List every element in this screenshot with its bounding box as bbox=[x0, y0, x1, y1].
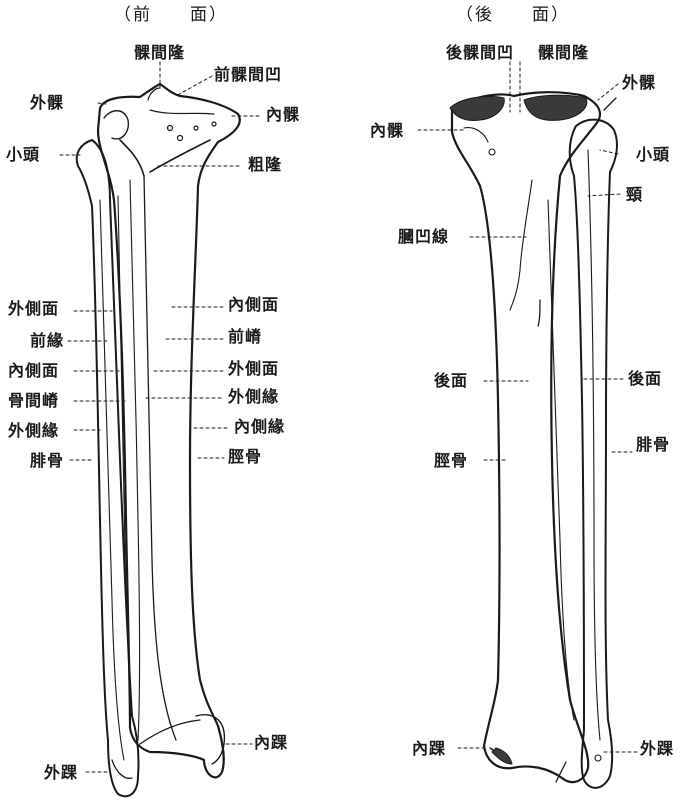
tibia-lateral-border-label: 外側緣 bbox=[228, 388, 279, 406]
tibia-lateral-surface-label: 外側面 bbox=[228, 360, 279, 378]
posterior-tibia-surface-label: 後面 bbox=[434, 372, 468, 390]
anterior-tibia-label: 脛骨 bbox=[228, 448, 262, 466]
posterior-fibula-surface-label: 後面 bbox=[628, 370, 662, 388]
tibia-anterior-crest-label: 前嵴 bbox=[228, 328, 262, 346]
posterior-view-header: （後 面） bbox=[456, 6, 570, 24]
posterior-fibula-label: 腓骨 bbox=[636, 436, 670, 454]
tibia-medial-border-label: 內側緣 bbox=[234, 418, 285, 436]
posterior-intercondylar-eminence-label: 髁間隆 bbox=[538, 44, 589, 62]
popliteal-line-label: 膕凹線 bbox=[398, 228, 449, 246]
posterior-lateral-condyle-surface bbox=[524, 95, 587, 120]
posterior-lateral-condyle-label: 外髁 bbox=[622, 74, 656, 92]
anterior-fibula-label: 腓骨 bbox=[30, 452, 64, 470]
posterior-intercondylar-area-label: 後髁間凹 bbox=[446, 44, 514, 62]
interosseous-crest-label: 骨間嵴 bbox=[8, 392, 59, 410]
posterior-medial-malleolus-label: 內踝 bbox=[412, 740, 446, 758]
fibula-anterior-border-label: 前緣 bbox=[30, 332, 64, 350]
anterior-medial-malleolus-label: 內踝 bbox=[254, 734, 288, 752]
anterior-lateral-malleolus-label: 外踝 bbox=[44, 764, 78, 782]
anterior-medial-condyle-label: 內髁 bbox=[266, 106, 300, 124]
anterior-leader-lines bbox=[60, 62, 262, 772]
anterior-fibular-head-label: 小頭 bbox=[6, 146, 40, 164]
posterior-medial-condyle-surface bbox=[450, 96, 504, 120]
posterior-leader-lines bbox=[418, 62, 638, 752]
fibula-lateral-surface-label: 外側面 bbox=[8, 300, 59, 318]
anterior-intercondylar-area-label: 前髁間凹 bbox=[214, 66, 282, 84]
posterior-tibia-outline bbox=[452, 92, 600, 782]
anterior-intercondylar-eminence-label: 髁間隆 bbox=[134, 44, 185, 62]
anterior-view-header: （前 面） bbox=[114, 6, 228, 24]
posterior-medial-condyle-label: 內髁 bbox=[370, 122, 404, 140]
tuberosity-label: 粗隆 bbox=[248, 156, 282, 174]
posterior-fibular-head-label: 小頭 bbox=[636, 146, 670, 164]
fibular-neck-label: 頸 bbox=[626, 186, 643, 204]
fibula-lateral-border-label: 外側緣 bbox=[8, 422, 59, 440]
tibia-medial-surface-label: 內側面 bbox=[228, 296, 279, 314]
fibula-medial-surface-label: 內側面 bbox=[8, 362, 59, 380]
posterior-lateral-malleolus-label: 外踝 bbox=[640, 740, 674, 758]
posterior-tibia-label: 脛骨 bbox=[434, 452, 468, 470]
anterior-lateral-condyle-label: 外髁 bbox=[30, 94, 64, 112]
